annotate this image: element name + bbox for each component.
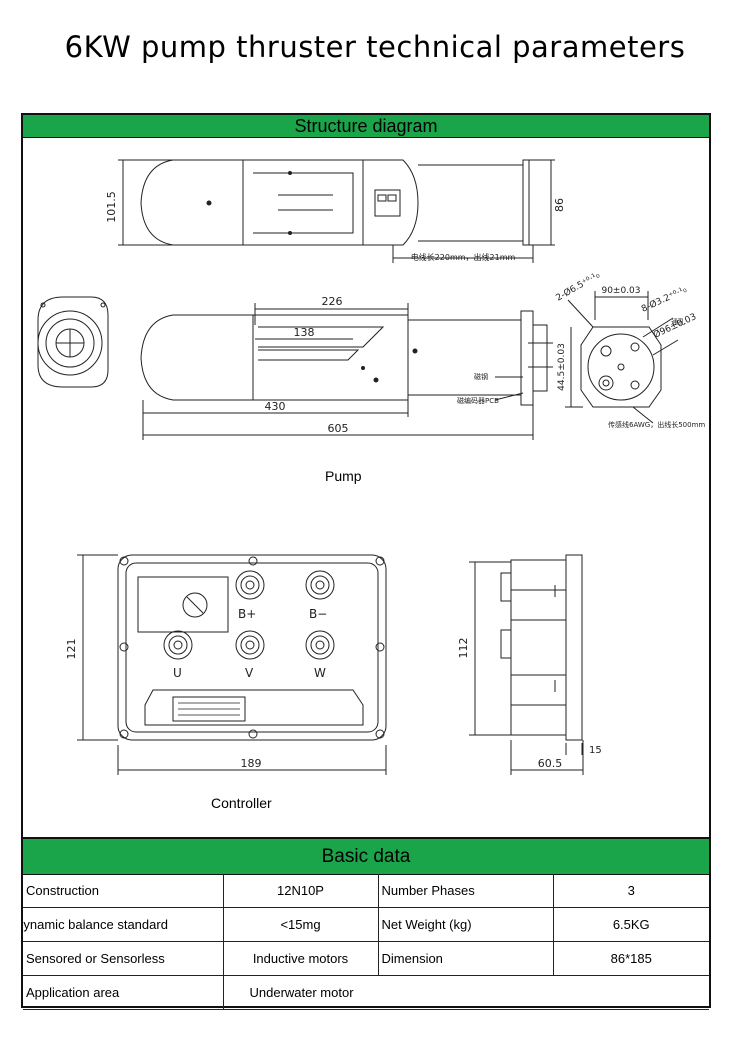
terminal-bplus: B+: [238, 607, 256, 621]
dim-138: 138: [294, 326, 315, 339]
section-header-structure: Structure diagram: [23, 115, 709, 138]
dim-96: Ø96±0.03: [652, 311, 698, 340]
table-row: Sensored or Sensorless Inductive motors …: [23, 941, 709, 976]
terminal-w: W: [314, 666, 326, 680]
dim-15: 15: [589, 745, 602, 756]
structure-drawing: 101.5 86 电线长220mm，出线21mm: [37, 159, 705, 775]
dim-121: 121: [65, 639, 78, 660]
section-header-basic: Basic data: [23, 837, 709, 875]
cable-note-side: 传感线6AWG，出线长500mm: [608, 420, 705, 429]
dim-90: 90±0.03: [601, 286, 640, 296]
dim-605: 605: [328, 422, 349, 435]
table-cell-label: Number Phases: [377, 874, 554, 908]
table-cell-value: Inductive motors: [222, 941, 379, 976]
label-pcb: 磁编码器PCB: [457, 396, 499, 405]
controller-front-view: [77, 554, 387, 775]
table-row: Construction 12N10P Number Phases 3: [23, 874, 709, 908]
dim-226: 226: [322, 295, 343, 308]
terminal-bminus: B−: [309, 607, 327, 621]
dim-430: 430: [265, 400, 286, 413]
dim-86: 86: [553, 198, 566, 212]
table-cell-label: Application area: [23, 975, 224, 1010]
table-cell-value: 6.5KG: [552, 907, 709, 942]
table-row: Application area Underwater motor: [23, 975, 709, 1010]
table-cell-value: Underwater motor: [222, 975, 709, 1010]
table-cell-label: Dimension: [377, 941, 554, 976]
controller-side-view: [469, 554, 584, 775]
table-cell-label: Net Weight (kg): [377, 907, 554, 942]
pump-end-view: [37, 296, 109, 388]
page-title: 6KW pump thruster technical parameters: [64, 30, 686, 64]
dim-101-5: 101.5: [105, 191, 118, 223]
parameters-frame: Structure diagram 101.5 86 电线长22: [21, 113, 711, 1010]
pump-side-view: [140, 303, 553, 440]
dim-44-5: 44.5±0.03: [557, 343, 567, 391]
table-cell-value: 12N10P: [222, 874, 379, 908]
cable-note-top: 电线长220mm，出线21mm: [411, 252, 516, 262]
terminal-v: V: [245, 666, 254, 680]
dim-112: 112: [457, 638, 470, 659]
table-cell-value: 3: [552, 874, 709, 908]
table-cell-label: Construction: [23, 874, 224, 908]
dim-8-holes: 8-Ø3.2⁺⁰·¹₀: [640, 284, 689, 315]
pump-top-view: [118, 159, 555, 263]
dim-through: 通孔: [671, 317, 685, 326]
terminal-u: U: [173, 666, 182, 680]
flange-end-view: [565, 291, 679, 424]
caption-pump: Pump: [325, 468, 362, 484]
table-row: Dynamic balance standard <15mg Net Weigh…: [23, 907, 709, 942]
dim-60-5: 60.5: [538, 757, 563, 770]
dim-189: 189: [241, 757, 262, 770]
table-cell-value: <15mg: [222, 907, 379, 942]
label-magnet: 磁钢: [474, 372, 488, 381]
table-cell-label: Sensored or Sensorless: [23, 941, 224, 976]
table-cell-value: 86*185: [552, 941, 709, 976]
table-cell-label: Dynamic balance standard: [23, 907, 224, 942]
caption-controller: Controller: [211, 795, 272, 811]
basic-data-table: Construction 12N10P Number Phases 3 Dyna…: [23, 874, 709, 1010]
